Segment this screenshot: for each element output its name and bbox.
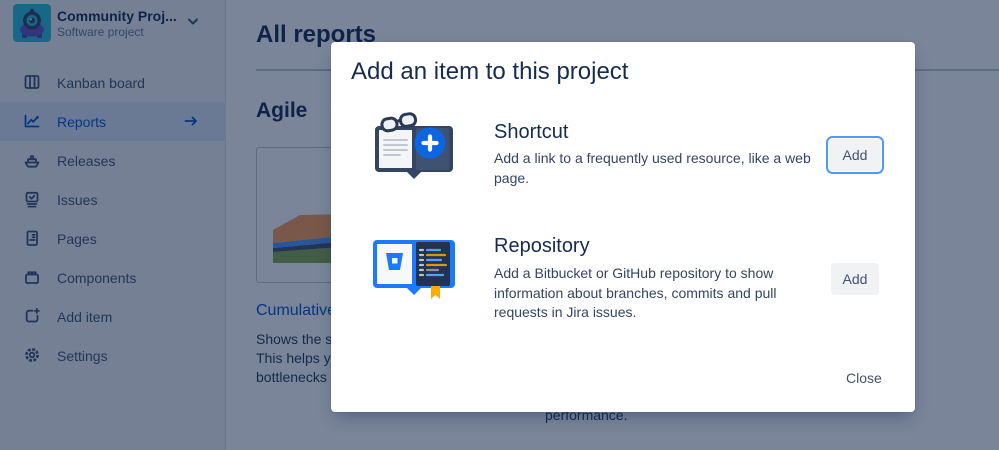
modal-title: Add an item to this project <box>351 58 629 85</box>
shortcut-description: Add a link to a frequently used resource… <box>494 150 811 186</box>
repository-title: Repository <box>494 235 590 257</box>
add-item-modal: Add an item to this project <box>331 42 915 412</box>
close-modal-button[interactable]: Close <box>836 362 892 394</box>
repository-description: Add a Bitbucket or GitHub repository to … <box>494 265 777 320</box>
shortcut-title: Shortcut <box>494 121 569 143</box>
add-shortcut-button[interactable]: Add <box>826 136 884 174</box>
add-repository-button[interactable]: Add <box>831 263 879 295</box>
repository-book-icon <box>367 228 461 300</box>
shortcut-book-icon <box>367 112 461 184</box>
